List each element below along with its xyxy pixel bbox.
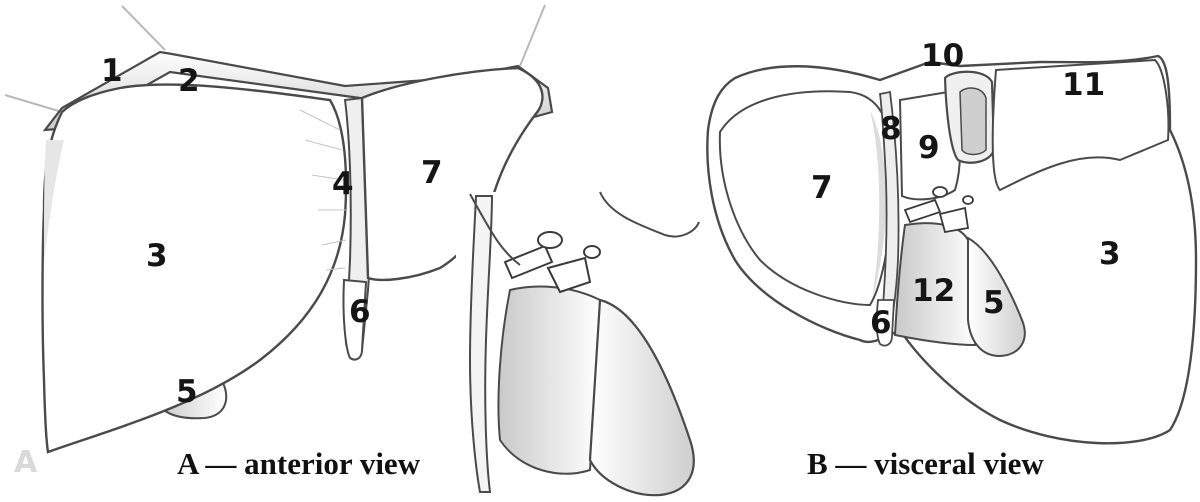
label-11: 11 <box>1062 67 1105 103</box>
panel-b-visceral-view: 10 11 8 9 7 3 12 5 6 B — visceral view <box>707 38 1196 481</box>
label-4: 4 <box>332 166 354 202</box>
label-10: 10 <box>921 38 964 74</box>
inset-porta-hepatis-detail <box>456 192 699 502</box>
label-6: 6 <box>349 294 371 330</box>
label-7-visceral: 7 <box>811 170 833 206</box>
ligament-thread <box>520 5 545 66</box>
label-5-visceral: 5 <box>983 285 1005 321</box>
label-12: 12 <box>912 273 955 309</box>
inset-quadrate-lobe <box>498 287 600 474</box>
panel-a-caption: A — anterior view <box>177 446 421 481</box>
label-8: 8 <box>880 111 902 147</box>
label-9: 9 <box>918 130 940 166</box>
label-2: 2 <box>178 63 200 99</box>
label-3-visceral: 3 <box>1099 236 1121 272</box>
ivc-lumen <box>960 88 986 154</box>
ligament-thread <box>5 95 62 112</box>
label-7: 7 <box>421 155 443 191</box>
panel-a-corner-letter: A <box>14 445 38 480</box>
panel-b-caption: B — visceral view <box>807 446 1044 481</box>
label-6-visceral: 6 <box>870 305 892 341</box>
label-1: 1 <box>101 53 123 89</box>
ligament-thread <box>122 6 165 50</box>
label-3: 3 <box>146 238 168 274</box>
label-5: 5 <box>176 374 198 410</box>
